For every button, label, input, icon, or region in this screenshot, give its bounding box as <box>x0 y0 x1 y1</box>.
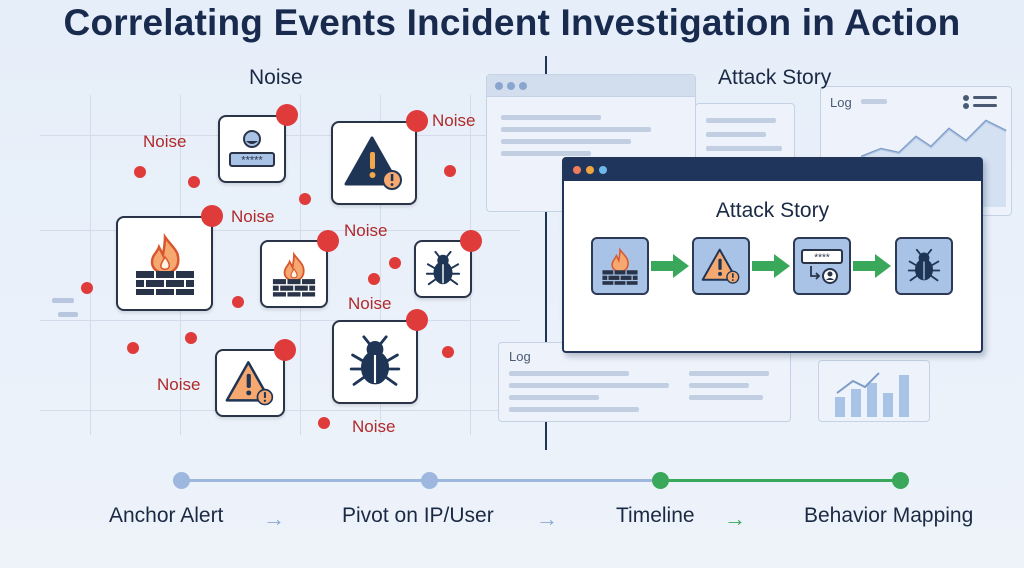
warning-icon <box>225 361 274 406</box>
password-user-icon: **** <box>801 249 843 284</box>
warning-tile <box>331 121 417 205</box>
bug-icon <box>349 335 401 386</box>
window-titlebar <box>487 75 695 97</box>
noise-dot <box>185 332 197 344</box>
firewall-tile <box>116 216 213 311</box>
step-timeline: Timeline <box>616 504 695 527</box>
noise-dot <box>442 346 454 358</box>
background-window <box>486 74 696 212</box>
flow-arrow <box>651 254 689 278</box>
flow-arrow <box>853 254 891 278</box>
noise-dot <box>406 309 428 331</box>
user-login-icon: ***** <box>229 130 275 167</box>
step-arrow: → <box>536 506 558 531</box>
password-mask: **** <box>814 253 830 264</box>
noise-dot <box>389 257 401 269</box>
attack-story-window: Attack Story **** <box>562 157 983 353</box>
log-window: Log <box>498 342 791 422</box>
firewall-icon <box>135 232 194 295</box>
timeline-dot <box>421 472 438 489</box>
window-dot <box>573 166 581 174</box>
bug-tile-small <box>414 240 472 298</box>
step-arrow: → <box>724 506 746 531</box>
noise-heading: Noise <box>249 66 303 89</box>
section-divider <box>545 56 547 450</box>
timeline-dot <box>173 472 190 489</box>
firewall-icon <box>602 247 638 285</box>
grid-line <box>40 320 520 321</box>
noise-dot <box>127 342 139 354</box>
window-dot <box>599 166 607 174</box>
background-window <box>695 103 795 161</box>
noise-label: Noise <box>143 132 187 151</box>
story-step-firewall <box>591 237 649 295</box>
noise-dot <box>201 205 223 227</box>
grid-line <box>40 230 520 231</box>
warning-icon <box>344 136 402 190</box>
attack-story-heading: Attack Story <box>718 66 832 89</box>
story-step-warning <box>692 237 750 295</box>
noise-dot <box>317 230 339 252</box>
noise-label: Noise <box>157 375 201 394</box>
story-step-credential: **** <box>793 237 851 295</box>
noise-dot <box>274 339 296 361</box>
bar-chart-icon <box>835 372 909 417</box>
page-title: Correlating Events Incident Investigatio… <box>63 2 961 43</box>
step-behavior-mapping: Behavior Mapping <box>804 504 974 527</box>
attack-story-window-title: Attack Story <box>715 199 830 222</box>
firewall-icon <box>272 251 316 297</box>
timeline-line <box>661 479 901 482</box>
noise-dot <box>368 273 380 285</box>
window-dot <box>586 166 594 174</box>
bug-icon <box>425 250 461 286</box>
noise-dot <box>460 230 482 252</box>
timeline-dot <box>652 472 669 489</box>
step-pivot: Pivot on IP/User <box>342 504 494 527</box>
noise-label: Noise <box>432 111 476 130</box>
warning-tile-small <box>215 349 285 417</box>
user-login-tile: ***** <box>218 115 286 183</box>
log-line <box>52 298 74 303</box>
bug-tile <box>332 320 418 404</box>
noise-dot <box>444 165 456 177</box>
warning-icon <box>701 248 740 284</box>
noise-dot <box>188 176 200 188</box>
log-label: Log <box>830 95 852 110</box>
log-line <box>58 312 78 317</box>
timeline-dot <box>892 472 909 489</box>
noise-label: Noise <box>352 417 396 436</box>
firewall-tile-small <box>260 240 328 308</box>
noise-dot <box>232 296 244 308</box>
noise-dot <box>406 110 428 132</box>
noise-label: Noise <box>348 294 392 313</box>
log-label: Log <box>509 349 531 364</box>
bar-chart-window <box>818 360 930 422</box>
story-step-bug <box>895 237 953 295</box>
step-arrow: → <box>263 506 285 531</box>
flow-arrow <box>752 254 790 278</box>
noise-label: Noise <box>231 207 275 226</box>
noise-label: Noise <box>344 221 388 240</box>
noise-dot <box>299 193 311 205</box>
step-anchor-alert: Anchor Alert <box>109 504 224 527</box>
noise-dot <box>134 166 146 178</box>
noise-dot <box>276 104 298 126</box>
window-titlebar <box>564 159 981 181</box>
grid-line <box>90 95 91 435</box>
grid-line <box>380 95 381 435</box>
noise-dot <box>318 417 330 429</box>
bug-icon <box>907 248 941 282</box>
noise-dot <box>81 282 93 294</box>
password-mask: ***** <box>241 155 263 167</box>
